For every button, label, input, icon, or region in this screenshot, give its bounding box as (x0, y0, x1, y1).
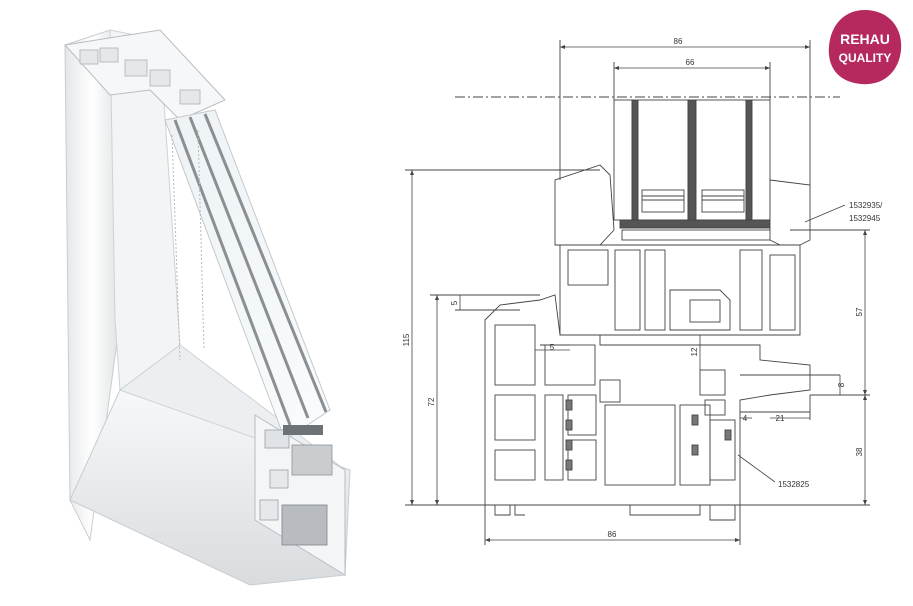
dim-bottom: 86 (608, 530, 617, 539)
dim-right-lower: 38 (855, 447, 864, 456)
rehau-quality-badge: REHAU QUALITY (828, 10, 902, 85)
dim-right-upper: 57 (855, 307, 864, 316)
leader-gasket (804, 204, 846, 223)
leader-profile (737, 454, 776, 483)
part-number-gasket-line1: 1532935/ (849, 201, 883, 210)
glazing-lines-render (173, 113, 328, 426)
dim-top-outer: 86 (674, 37, 683, 46)
dim-left-total: 115 (402, 333, 411, 346)
dim-overlap: 21 (776, 414, 785, 423)
dim-small-bottom: 4 (743, 414, 748, 423)
badge-line2: QUALITY (839, 51, 892, 65)
badge-line1: REHAU (840, 31, 890, 47)
dim-small-right: 8 (837, 382, 846, 387)
dim-rebate: 12 (690, 347, 699, 356)
dim-gap-mid: 5 (550, 343, 555, 352)
part-number-profile: 1532825 (778, 480, 810, 489)
part-number-gasket-line2: 1532945 (849, 214, 881, 223)
dim-top-inner: 66 (686, 58, 695, 67)
dim-gap-top: 5 (450, 300, 459, 305)
dim-left-lower: 72 (427, 397, 436, 406)
badge-shape (828, 10, 902, 85)
